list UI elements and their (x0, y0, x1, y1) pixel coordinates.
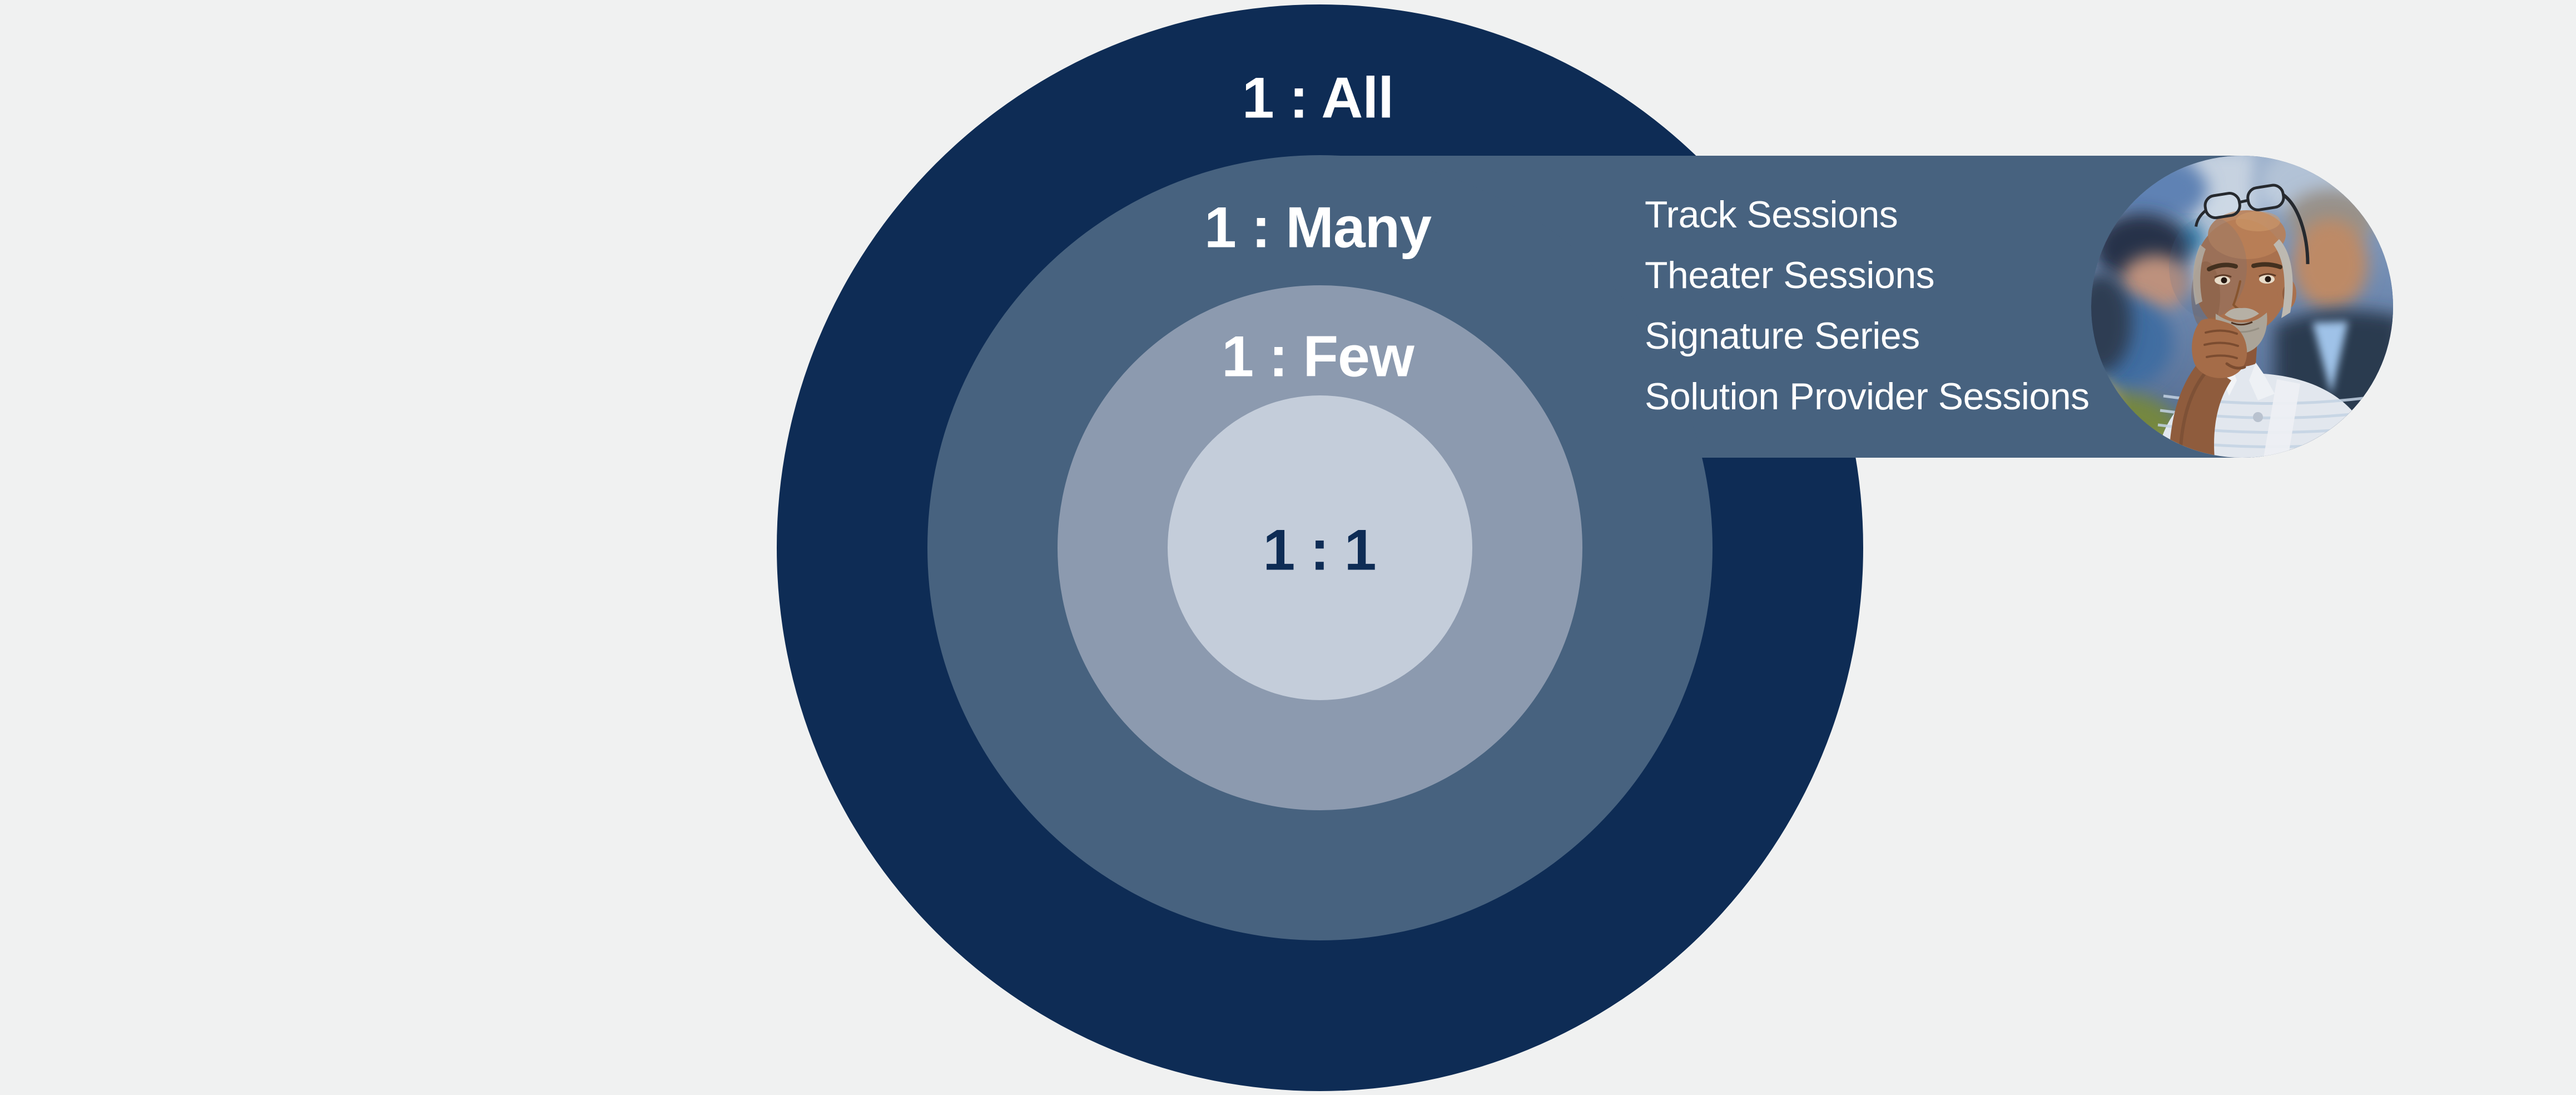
session-item: Theater Sessions (1645, 254, 1935, 296)
attendee-photo (2091, 156, 2393, 458)
ring-label-many: 1 : Many (1204, 195, 1432, 260)
ring-label-one: 1 : 1 (1263, 518, 1376, 583)
session-item: Signature Series (1645, 315, 1920, 357)
session-item: Track Sessions (1645, 194, 1898, 236)
ring-label-few: 1 : Few (1222, 324, 1414, 389)
session-type-list: Track Sessions Theater Sessions Signatur… (1645, 185, 2089, 427)
ring-one-circle (1168, 395, 1472, 700)
photo-subject (2156, 184, 2381, 458)
session-item: Solution Provider Sessions (1645, 375, 2089, 418)
ring-label-all: 1 : All (1242, 66, 1394, 131)
